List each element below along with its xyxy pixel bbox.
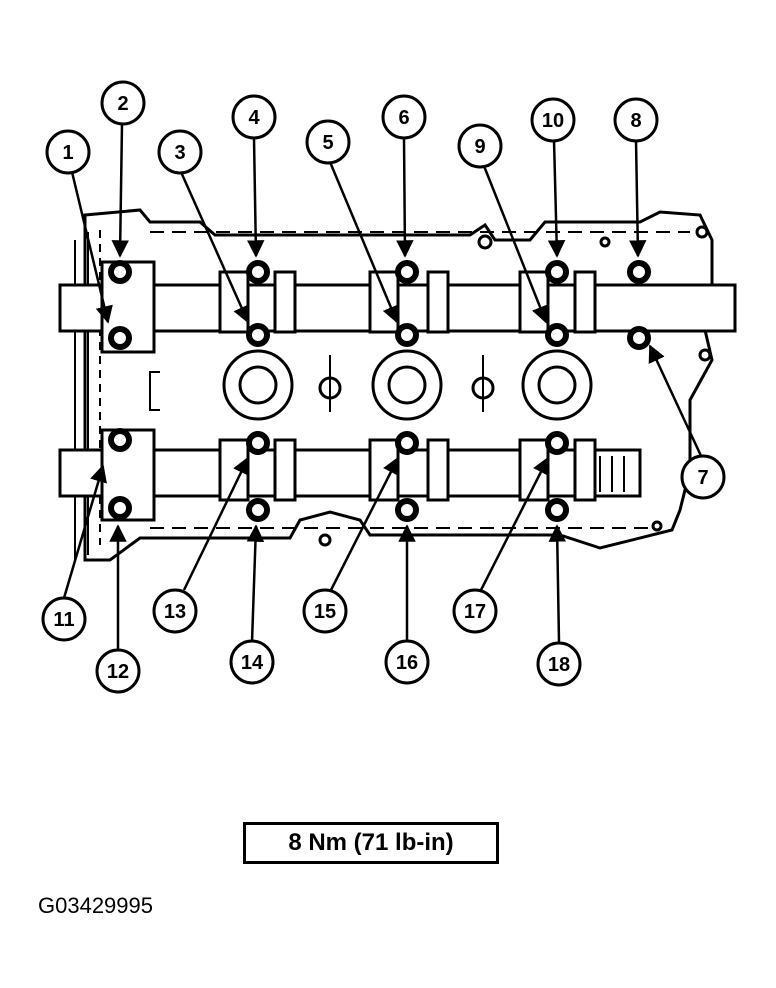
svg-text:9: 9 <box>474 136 485 158</box>
callout-6: 6 <box>381 94 427 140</box>
svg-text:12: 12 <box>107 661 129 683</box>
callouts: 1 2 3 4 5 6 7 8 9 10 11 12 13 14 15 16 1… <box>41 80 726 694</box>
callout-10: 10 <box>530 97 576 143</box>
callout-7: 7 <box>680 454 726 500</box>
leader-arrows <box>62 123 704 650</box>
callout-12: 12 <box>95 648 141 694</box>
svg-text:1: 1 <box>62 142 73 164</box>
svg-text:14: 14 <box>241 652 264 674</box>
callout-17: 17 <box>452 588 498 634</box>
callout-2: 2 <box>100 80 146 126</box>
svg-text:2: 2 <box>117 93 128 115</box>
callout-9: 9 <box>457 123 503 169</box>
bolts <box>108 260 651 522</box>
svg-text:16: 16 <box>396 652 418 674</box>
svg-text:3: 3 <box>174 142 185 164</box>
torque-spec-box: 8 Nm (71 lb-in) <box>243 822 499 864</box>
svg-text:10: 10 <box>542 110 564 132</box>
callout-16: 16 <box>384 639 430 685</box>
callout-4: 4 <box>231 94 277 140</box>
callout-14: 14 <box>229 639 275 685</box>
callout-5: 5 <box>305 119 351 165</box>
svg-text:17: 17 <box>464 601 486 623</box>
svg-text:5: 5 <box>322 132 333 154</box>
callout-11: 11 <box>41 596 87 642</box>
svg-text:15: 15 <box>314 601 336 623</box>
callout-18: 18 <box>536 641 582 687</box>
spark-plug-bores <box>149 225 712 547</box>
callout-8: 8 <box>613 97 659 143</box>
callout-15: 15 <box>302 588 348 634</box>
figure-id: G03429995 <box>38 893 153 918</box>
callout-13: 13 <box>152 588 198 634</box>
svg-text:7: 7 <box>697 467 708 489</box>
callout-1: 1 <box>45 129 91 175</box>
torque-spec-text: 8 Nm (71 lb-in) <box>288 829 454 856</box>
svg-text:13: 13 <box>164 601 186 623</box>
callout-3: 3 <box>157 129 203 175</box>
svg-text:18: 18 <box>548 654 570 676</box>
svg-text:6: 6 <box>398 107 409 129</box>
svg-text:11: 11 <box>53 609 74 631</box>
svg-text:8: 8 <box>630 110 641 132</box>
svg-text:4: 4 <box>248 107 260 129</box>
